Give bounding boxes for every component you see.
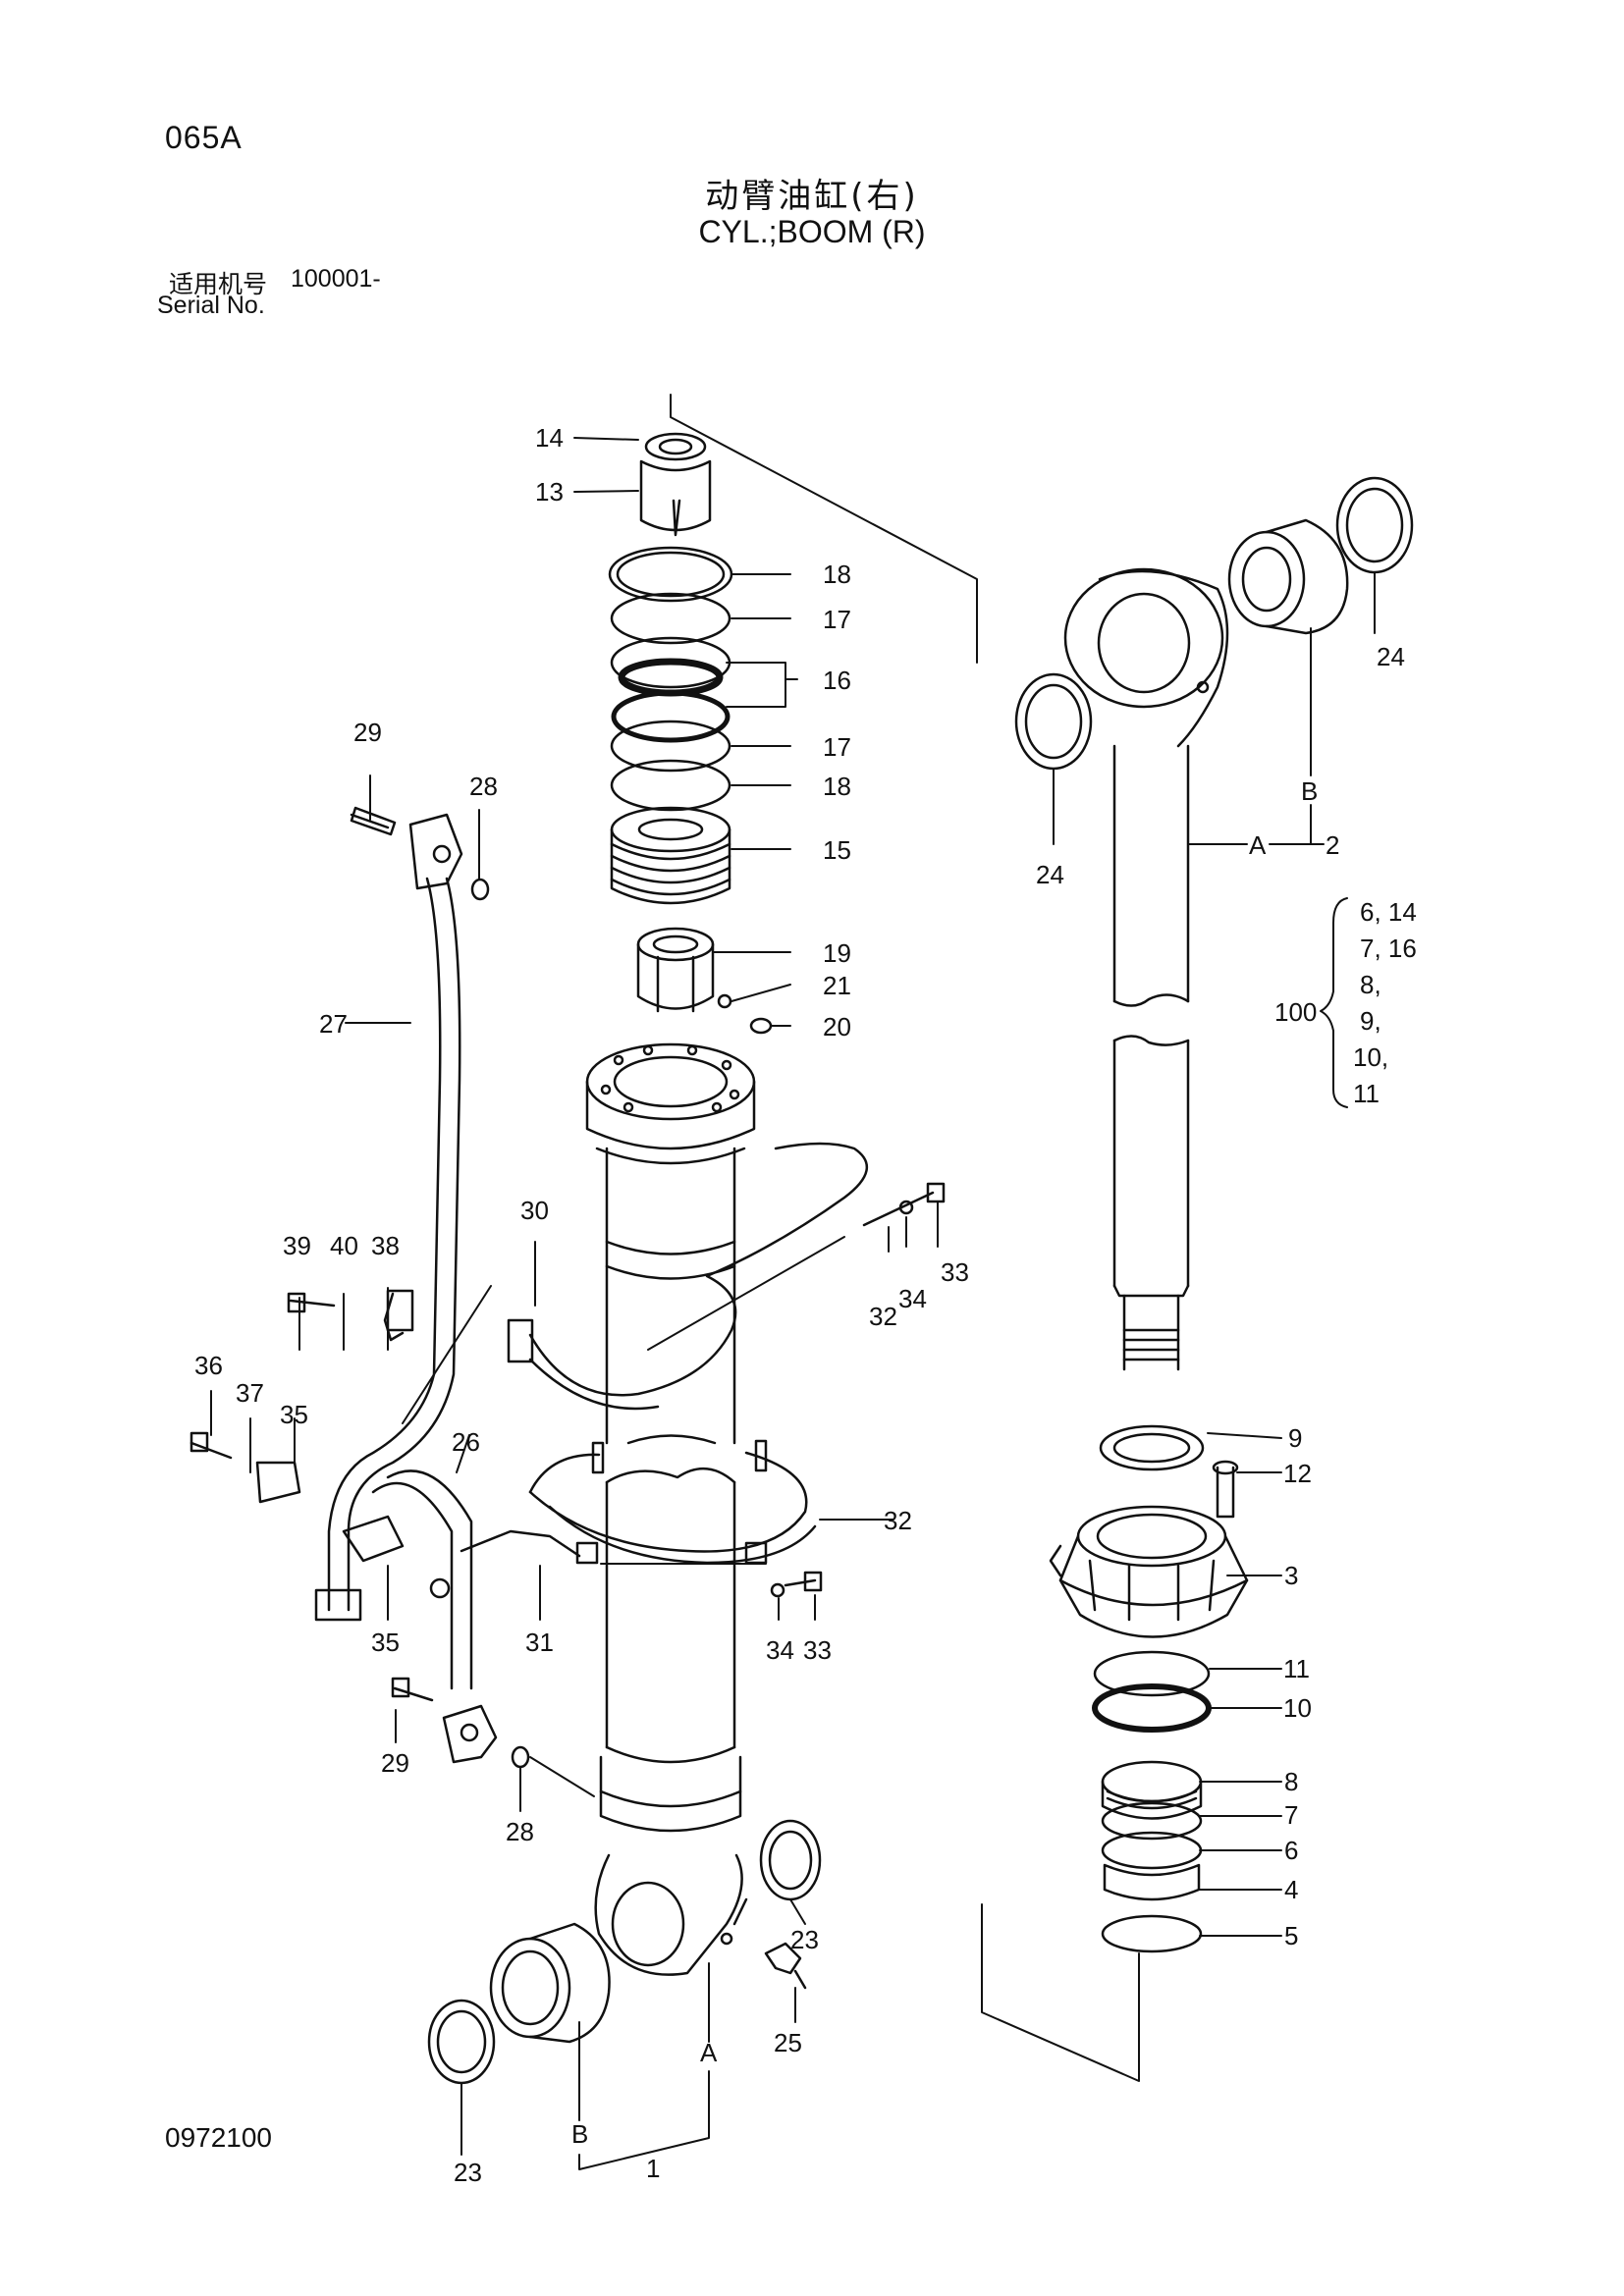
drawing-number: 0972100 xyxy=(165,2122,273,2153)
callout-8: 8 xyxy=(1284,1767,1298,1796)
callout-A: A xyxy=(1249,830,1267,860)
callout-11: 11 xyxy=(1283,1654,1310,1683)
callout-23: 23 xyxy=(454,2158,482,2187)
leader-lines xyxy=(210,394,1376,2170)
serial-number: 100001- xyxy=(291,265,381,293)
callout-9: 9 xyxy=(1288,1423,1302,1453)
callout-7: 7 xyxy=(1284,1800,1298,1830)
callout-35: 35 xyxy=(371,1628,400,1657)
page-code: 065A xyxy=(165,120,243,155)
callout-28: 28 xyxy=(469,772,498,801)
callout-33: 33 xyxy=(803,1635,832,1665)
callout-17: 17 xyxy=(823,732,851,762)
callout-5: 5 xyxy=(1284,1921,1298,1950)
callout-1: 1 xyxy=(646,2154,660,2183)
callout-13: 13 xyxy=(535,477,564,507)
callout-29: 29 xyxy=(353,718,382,747)
bushing-14-13-drawing xyxy=(639,432,712,537)
callout-27: 27 xyxy=(319,1009,348,1039)
seal-rings-drawing xyxy=(608,546,733,812)
callout-labels: 14 13 18 17 16 17 18 15 19 21 20 29 28 2… xyxy=(194,423,1405,2187)
rod-eye-bushing-drawing xyxy=(1014,476,1414,771)
kit-line: 6, 14 xyxy=(1360,897,1417,927)
head-seals-drawing xyxy=(1092,1650,1212,1953)
callout-26: 26 xyxy=(452,1427,480,1457)
callout-36: 36 xyxy=(194,1351,223,1380)
callout-34: 34 xyxy=(766,1635,794,1665)
callout-B: B xyxy=(571,2119,588,2149)
serial-label-chinese: 适用机号 xyxy=(169,270,268,298)
callout-30: 30 xyxy=(520,1196,549,1225)
kit-line: 7, 16 xyxy=(1360,934,1417,963)
callout-24: 24 xyxy=(1377,642,1405,671)
callout-17: 17 xyxy=(823,605,851,634)
pipe-27-26-drawing xyxy=(314,813,530,1769)
callout-B: B xyxy=(1301,776,1318,806)
kit-100-listing: 100 6, 14 7, 16 8, 9, 10, 11 xyxy=(1274,897,1417,1108)
callout-21: 21 xyxy=(823,971,851,1000)
piston-15-drawing xyxy=(610,806,731,905)
band-clamps-drawing xyxy=(429,1142,869,1599)
kit-number: 100 xyxy=(1274,997,1317,1027)
callout-31: 31 xyxy=(525,1628,554,1657)
title-english: CYL.;BOOM (R) xyxy=(698,214,926,249)
bushing-23-drawing xyxy=(427,1819,822,2085)
callout-39: 39 xyxy=(283,1231,311,1260)
callout-19: 19 xyxy=(823,938,851,968)
callout-10: 10 xyxy=(1283,1693,1312,1723)
callout-40: 40 xyxy=(330,1231,358,1260)
callout-25: 25 xyxy=(774,2028,802,2057)
callout-2: 2 xyxy=(1326,830,1339,860)
cylinder-tube-drawing xyxy=(585,1042,756,1976)
title-chinese: 动臂油缸(右) xyxy=(705,177,919,216)
callout-37: 37 xyxy=(236,1378,264,1408)
callout-4: 4 xyxy=(1284,1875,1298,1904)
callout-32: 32 xyxy=(884,1506,912,1535)
callout-24: 24 xyxy=(1036,860,1064,889)
callout-29: 29 xyxy=(381,1748,409,1778)
callout-35: 35 xyxy=(280,1400,308,1429)
callout-33: 33 xyxy=(941,1257,969,1287)
callout-38: 38 xyxy=(371,1231,400,1260)
callout-3: 3 xyxy=(1284,1561,1298,1590)
bolts-and-brackets-drawing xyxy=(189,806,946,1702)
callout-20: 20 xyxy=(823,1012,851,1041)
callout-23: 23 xyxy=(790,1925,819,1954)
callout-6: 6 xyxy=(1284,1836,1298,1865)
nut-19-drawing xyxy=(636,927,773,1035)
callout-32: 32 xyxy=(869,1302,897,1331)
callout-18: 18 xyxy=(823,560,851,589)
callout-28: 28 xyxy=(506,1817,534,1846)
kit-line: 10, xyxy=(1353,1042,1388,1072)
kit-line: 9, xyxy=(1360,1006,1381,1036)
callout-A: A xyxy=(700,2038,718,2067)
kit-line: 11 xyxy=(1353,1079,1380,1108)
callout-18: 18 xyxy=(823,772,851,801)
callout-34: 34 xyxy=(898,1284,927,1313)
callout-15: 15 xyxy=(823,835,851,865)
callout-14: 14 xyxy=(535,423,564,453)
kit-line: 8, xyxy=(1360,970,1381,999)
piston-rod-drawing xyxy=(1063,567,1229,1371)
serial-label-english: Serial No. xyxy=(157,292,265,319)
callout-16: 16 xyxy=(823,666,851,695)
grease-fitting-25-drawing xyxy=(764,1942,807,1990)
head-3-drawing xyxy=(1049,1424,1249,1638)
callout-12: 12 xyxy=(1283,1459,1312,1488)
